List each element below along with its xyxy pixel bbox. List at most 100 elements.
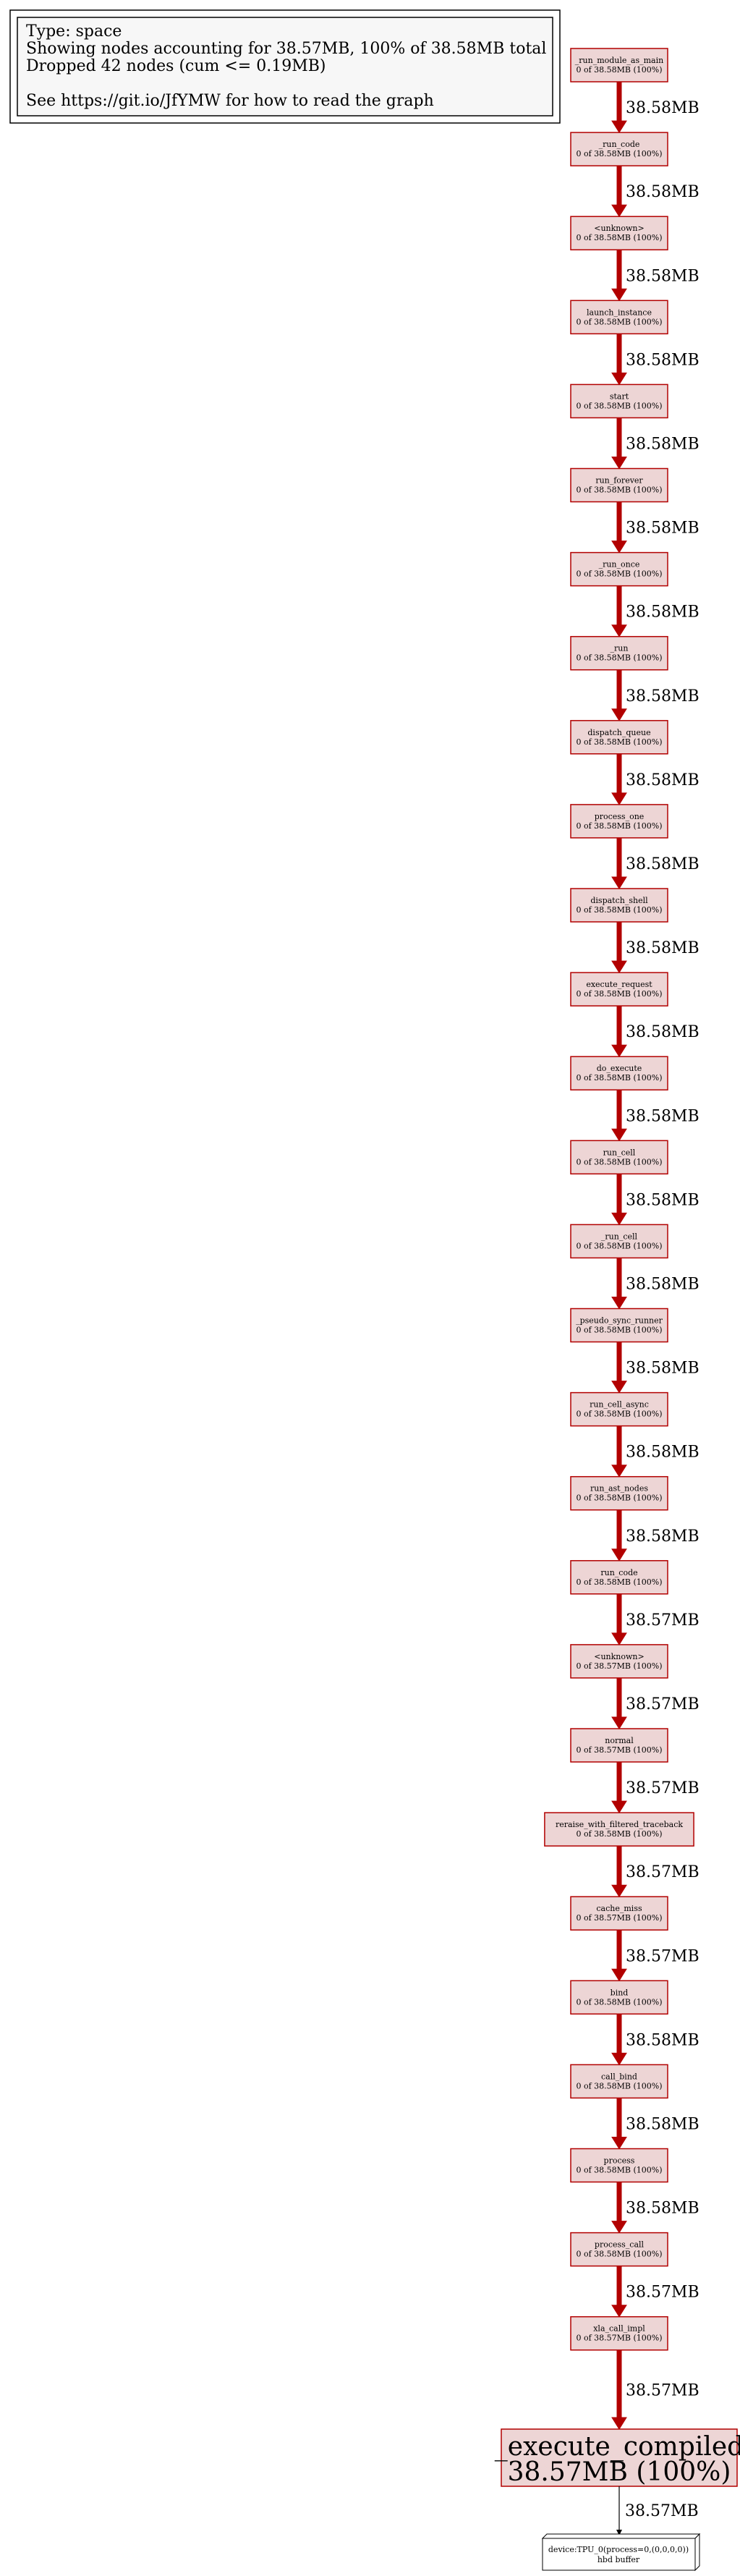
graph-node-value: 0 of 38.58MB (100%) — [576, 569, 662, 579]
graph-edge: 38.58MB — [611, 418, 699, 470]
graph-edge-arrowhead — [611, 1044, 627, 1058]
graph-node-box[interactable] — [570, 804, 668, 839]
graph-edge: 38.58MB — [611, 2182, 699, 2234]
graph-edge-arrowhead — [611, 708, 627, 721]
graph-edge-label: 38.57MB — [626, 1695, 699, 1713]
graph-edge-label: 38.57MB — [626, 2284, 699, 2302]
graph-edge-label: 38.58MB — [626, 1107, 699, 1125]
graph-edge-label: 38.58MB — [626, 939, 699, 957]
graph-node-box[interactable] — [570, 1224, 668, 1259]
graph-edge-arrowhead — [611, 120, 627, 134]
graph-node-box[interactable] — [570, 300, 668, 335]
graph-edge: 38.58MB — [611, 250, 699, 302]
graph-node-box[interactable] — [570, 551, 668, 587]
graph-edge: 38.58MB — [611, 1342, 699, 1394]
graph-node-box[interactable] — [570, 1475, 668, 1511]
graph-node-box[interactable] — [570, 2232, 668, 2267]
sink-line1: device:TPU_0(process=0,(0,0,0,0)) — [548, 2545, 689, 2554]
graph-node-box[interactable] — [570, 467, 668, 503]
final-node-box[interactable] — [501, 2428, 738, 2487]
graph-edge-label: 38.58MB — [626, 1444, 699, 1462]
graph-node-name: run_forever — [595, 476, 643, 486]
graph-edge: 38.58MB — [611, 1258, 699, 1310]
graph-edge-label: 38.58MB — [626, 267, 699, 285]
graph-edge-label: 38.58MB — [626, 351, 699, 369]
graph-node-box[interactable] — [570, 635, 668, 671]
sink-box-side — [694, 2533, 700, 2572]
graph-node-value: 0 of 38.58MB (100%) — [576, 486, 662, 495]
graph-node-box[interactable] — [570, 1308, 668, 1343]
graph-node-box[interactable] — [570, 720, 668, 755]
graph-edge: 38.58MB — [611, 1006, 699, 1058]
graph-edge-arrowhead — [611, 2052, 627, 2066]
graph-edge-label: 38.58MB — [626, 1023, 699, 1041]
graph-node-name: normal — [605, 1736, 634, 1745]
sink-box-front[interactable] — [542, 2538, 696, 2571]
graph-edge-label: 38.58MB — [626, 1191, 699, 1209]
graph-edge-arrowhead — [611, 1548, 627, 1562]
graph-node-box[interactable] — [570, 1391, 668, 1427]
final-node[interactable]: _execute_compiled 38.57MB (100%) — [495, 2428, 740, 2487]
graph-edge: 38.58MB — [611, 2014, 699, 2066]
graph-node-box[interactable] — [570, 1896, 668, 1931]
graph-node-name: _run_cell — [601, 1232, 638, 1241]
graph-node-box[interactable] — [570, 2316, 668, 2351]
graph-node[interactable]: <unknown>0 of 38.57MB (100%) — [570, 1644, 668, 1679]
graph-node-box[interactable] — [570, 216, 668, 250]
graph-node[interactable]: <unknown>0 of 38.58MB (100%) — [570, 216, 668, 250]
graph-edge-label: 38.58MB — [626, 855, 699, 873]
graph-node-box[interactable] — [570, 1560, 668, 1595]
graph-edge-arrowhead — [611, 792, 627, 805]
graph-node-name: cache_miss — [596, 1904, 642, 1913]
graph-node-box[interactable] — [570, 1140, 668, 1175]
sink-node[interactable]: device:TPU_0(process=0,(0,0,0,0)) hbd bu… — [541, 2533, 701, 2572]
sink-box-top — [541, 2533, 701, 2539]
graph-node-name: _run_once — [599, 560, 640, 569]
graph-node-name: xla_call_impl — [593, 2324, 645, 2334]
graph-node-box[interactable] — [570, 1980, 668, 2015]
graph-node-value: 0 of 38.57MB (100%) — [576, 1913, 662, 1923]
graph-edge: 38.57MB — [611, 1593, 699, 1645]
graph-node-box[interactable] — [570, 888, 668, 923]
graph-node-box[interactable] — [570, 972, 668, 1007]
graph-node-box[interactable] — [570, 384, 668, 419]
graph-edge-label: 38.57MB — [626, 1947, 699, 1965]
legend-showing: Showing nodes accounting for 38.57MB, 10… — [26, 40, 546, 58]
graph-edge: 38.57MB — [611, 1846, 699, 1898]
graph-node-box[interactable] — [544, 1812, 694, 1847]
graph-edge-arrowhead — [611, 876, 627, 889]
graph-edge-arrowhead — [611, 1297, 627, 1310]
graph-node-box[interactable] — [570, 1728, 668, 1763]
graph-node-value: 0 of 38.58MB (100%) — [576, 401, 662, 410]
graph-edge-arrowhead — [611, 204, 627, 218]
final-node-value: 38.57MB (100%) — [508, 2457, 731, 2487]
graph-edge-label: 38.58MB — [626, 603, 699, 622]
